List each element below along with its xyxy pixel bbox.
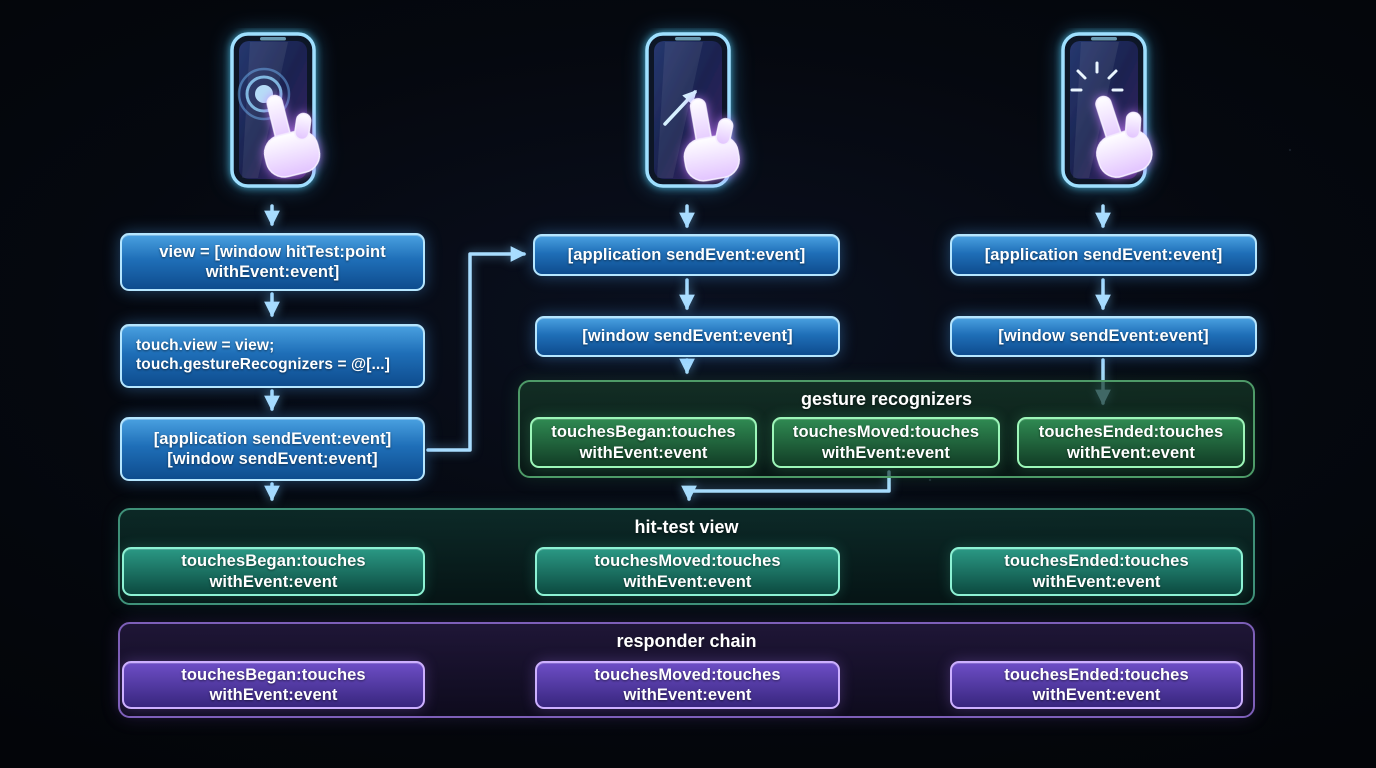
responder-touches-began-box: touchesBegan:touches withEvent:event — [122, 661, 425, 709]
col2-window-send-event-box: [window sendEvent:event] — [535, 316, 840, 357]
send-event-combined-box: [application sendEvent:event] [window se… — [120, 417, 425, 481]
hittest-touches-ended-box: touchesEnded:touches withEvent:event — [950, 547, 1243, 596]
phone-touch-illustration — [230, 32, 321, 188]
touch-view-assignment-box: touch.view = view; touch.gestureRecogniz… — [120, 324, 425, 388]
gesture-recognizers-title: gesture recognizers — [800, 389, 973, 409]
col3-window-send-event-box: [window sendEvent:event] — [950, 316, 1257, 357]
hit-test-view-title: hit-test view — [634, 517, 739, 537]
gesture-touches-began-box: touchesBegan:touches withEvent:event — [530, 417, 757, 468]
responder-chain-title: responder chain — [616, 631, 757, 651]
phone-tap-illustration — [1061, 32, 1153, 188]
responder-touches-ended-box: touchesEnded:touches withEvent:event — [950, 661, 1243, 709]
tap-spark-icon — [1070, 61, 1124, 92]
hittest-touches-began-box: touchesBegan:touches withEvent:event — [122, 547, 425, 596]
pointing-hand-icon — [683, 98, 740, 182]
pointing-hand-icon — [1095, 95, 1153, 178]
swipe-arrow-icon — [663, 89, 697, 126]
arrow-col1-to-col2-elbow — [426, 246, 527, 452]
hit-test-point-box: view = [window hitTest:point withEvent:e… — [120, 233, 425, 291]
pointing-hand-icon — [263, 94, 321, 178]
col3-application-send-event-box: [application sendEvent:event] — [950, 234, 1257, 276]
col2-application-send-event-box: [application sendEvent:event] — [533, 234, 840, 276]
gesture-touches-moved-box: touchesMoved:touches withEvent:event — [772, 417, 1000, 468]
hittest-touches-moved-box: touchesMoved:touches withEvent:event — [535, 547, 840, 596]
phone-swipe-illustration — [645, 32, 740, 188]
responder-touches-moved-box: touchesMoved:touches withEvent:event — [535, 661, 840, 709]
gesture-touches-ended-box: touchesEnded:touches withEvent:event — [1017, 417, 1245, 468]
